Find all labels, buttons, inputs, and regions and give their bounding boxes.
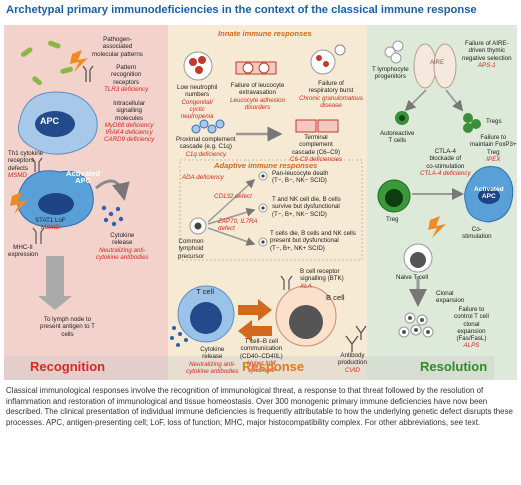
resolution-heading: Resolution — [420, 359, 488, 374]
cd132-label: CD132 defect — [214, 193, 252, 200]
autoreactive-cells — [395, 111, 409, 125]
pathogen-icons — [20, 40, 73, 86]
curved-arrow — [95, 179, 130, 201]
tb-arrows — [238, 299, 272, 342]
apc-cell — [17, 91, 98, 155]
stage-arrow — [4, 356, 494, 380]
tregs-label: Tregs — [486, 118, 502, 125]
figure-caption: Classical immunological responses involv… — [6, 386, 513, 427]
bcr-icon — [280, 275, 293, 290]
common-lymphoid-precursor — [189, 217, 207, 235]
b-cell-label: B cell — [326, 293, 345, 302]
lightning-icon-3 — [428, 216, 446, 238]
response-heading: Response — [242, 359, 305, 374]
naive-t-cell — [403, 243, 433, 273]
down-arrow — [38, 256, 72, 310]
aire-label: AIRE — [430, 60, 445, 66]
ada-label: ADA deficiency — [182, 174, 224, 181]
receptor-icon — [82, 65, 94, 82]
treg-label: Treg — [386, 216, 399, 223]
scid-cells — [258, 171, 268, 247]
pan-label: Pan-leucocyte death(T−, B−, NK− SCID) — [272, 170, 329, 185]
naive-label: Naive T cell — [396, 274, 429, 281]
neutrophil-icon — [183, 51, 213, 81]
proximal-complement-icon — [191, 119, 225, 134]
innate-title: Innate immune responses — [218, 29, 312, 38]
cytokine-dots-2 — [170, 326, 188, 347]
antibody-icon — [345, 325, 367, 352]
respiratory-burst-icon — [310, 44, 346, 75]
activated-apc-2 — [464, 166, 514, 223]
figure-title: Archetypal primary immunodeficiencies in… — [6, 4, 477, 16]
thymus-icon — [413, 43, 457, 89]
extravasation-icon — [235, 61, 277, 75]
lightning-icon-2 — [10, 192, 28, 214]
terminal-complement-icon — [295, 119, 339, 133]
progenitor-cells — [384, 40, 404, 64]
adaptive-box — [179, 159, 363, 261]
treg-cell — [377, 179, 411, 213]
recognition-heading: Recognition — [30, 359, 106, 374]
cytokine-dots — [101, 205, 124, 227]
treg-cells — [463, 113, 481, 133]
thymus-arrows — [404, 89, 464, 112]
diagram-graphics — [4, 40, 514, 380]
apc-label: APC — [40, 116, 60, 126]
clonal-cells — [398, 312, 434, 338]
th1-receptor-icon — [31, 157, 43, 172]
activated-apc-cell — [17, 170, 94, 228]
t-cell-label: T cell — [196, 287, 215, 296]
costim-label: Co-stimulation — [462, 226, 492, 241]
b-cell — [275, 285, 337, 347]
scid-arrows — [207, 178, 256, 246]
t-cell — [177, 285, 235, 343]
adaptive-title: Adaptive immune responses — [214, 161, 318, 170]
mhc-icon — [32, 227, 45, 244]
lightning-icon — [70, 50, 88, 72]
